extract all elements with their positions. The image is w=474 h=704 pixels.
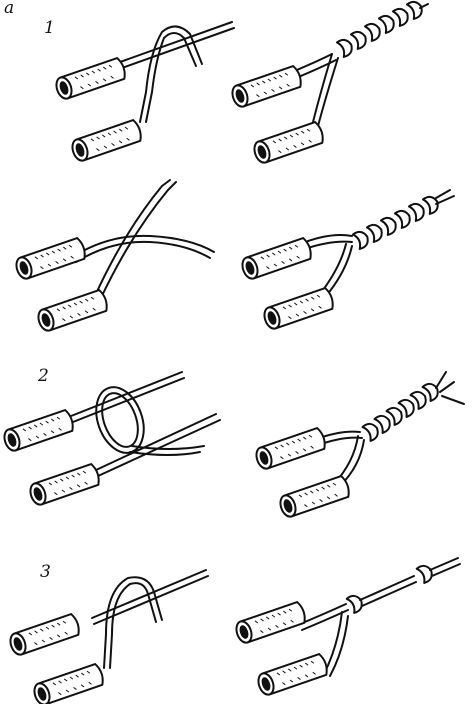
step-3-left-illustration [6,569,209,704]
step-1b-left-illustration [12,179,215,334]
step-1-label: 1 [44,18,55,38]
step-1-left-illustration [52,21,235,164]
step-2-right-illustration [252,371,465,520]
step-2-left-illustration [0,371,221,508]
step-3-label: 3 [40,562,51,582]
step-1-right-illustration [228,0,429,166]
step-2-label: 2 [38,366,49,386]
figure-letter-label: a [4,0,15,18]
step-3-right-illustration [232,557,461,698]
step-1b-right-illustration [238,189,455,332]
